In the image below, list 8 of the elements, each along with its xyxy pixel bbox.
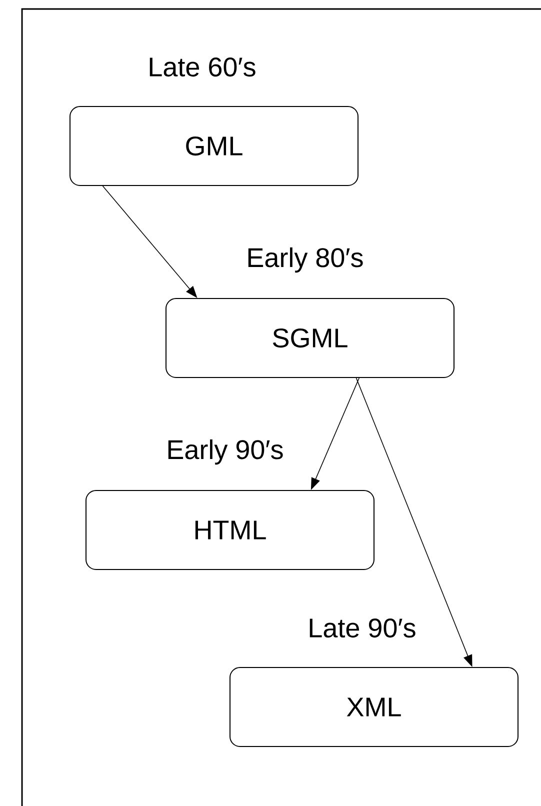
process-box: HTML bbox=[86, 490, 374, 570]
period-label: Early 80′s bbox=[248, 247, 363, 273]
process-box: XML bbox=[230, 667, 518, 747]
process-box: GML bbox=[70, 106, 358, 186]
period-label: Early 90′s bbox=[168, 439, 283, 465]
period-label: Late 90′s bbox=[310, 618, 416, 638]
period-label: Late 60′s bbox=[150, 57, 256, 77]
process-box: SGML bbox=[166, 298, 454, 378]
